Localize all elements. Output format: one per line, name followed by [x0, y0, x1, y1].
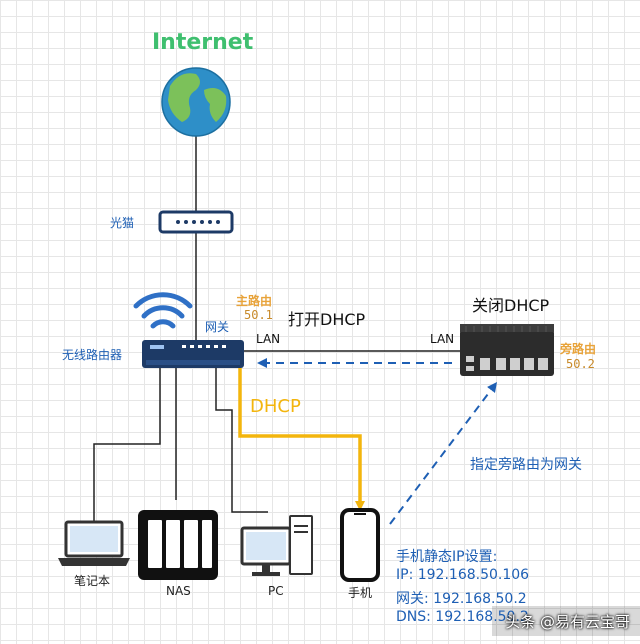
nas-label: NAS	[166, 584, 191, 598]
wifi-icon	[133, 292, 193, 329]
pc-label: PC	[268, 584, 284, 598]
laptop-icon	[58, 520, 130, 566]
watermark: 头条 @易有云宝哥	[505, 613, 630, 631]
main-router-label: 主路由	[236, 294, 273, 308]
dhcp-label: DHCP	[250, 396, 301, 417]
dhcp-line	[238, 368, 365, 511]
pc-icon	[240, 515, 313, 576]
phone-icon	[340, 508, 380, 582]
side-router-label: 旁路由	[560, 342, 597, 356]
connection-lines	[93, 132, 460, 522]
dashed-arrow-to-side-router	[389, 382, 498, 525]
router-icon	[142, 340, 244, 368]
modem-label: 光猫	[110, 216, 135, 230]
line-router-pc	[215, 368, 268, 513]
wireless-router-label: 无线路由器	[62, 348, 123, 362]
side-router-ip: 50.2	[566, 357, 595, 371]
lan-label-left: LAN	[256, 332, 281, 346]
phone-config-gateway: 网关: 192.168.50.2	[396, 591, 527, 607]
main-router-ip: 50.1	[244, 308, 273, 322]
phone-config-ip: IP: 192.168.50.106	[396, 567, 530, 583]
globe-icon	[161, 67, 231, 137]
nas-icon	[138, 510, 218, 580]
side-router-icon	[460, 324, 554, 376]
watermark-bg	[492, 606, 640, 636]
phone-label: 手机	[348, 586, 373, 600]
line-router-laptop	[93, 368, 161, 522]
set-gateway-label: 指定旁路由为网关	[470, 457, 582, 473]
open-dhcp-label: 打开DHCP	[288, 310, 366, 329]
phone-config-title: 手机静态IP设置:	[396, 549, 498, 565]
close-dhcp-label: 关闭DHCP	[472, 296, 550, 315]
laptop-label: 笔记本	[74, 574, 111, 588]
modem-icon	[158, 210, 234, 234]
phone-config-dns: DNS: 192.168.50.2	[396, 609, 529, 625]
lan-label-right: LAN	[430, 332, 455, 346]
gateway-label: 网关	[205, 320, 230, 334]
internet-title: Internet	[152, 30, 254, 55]
